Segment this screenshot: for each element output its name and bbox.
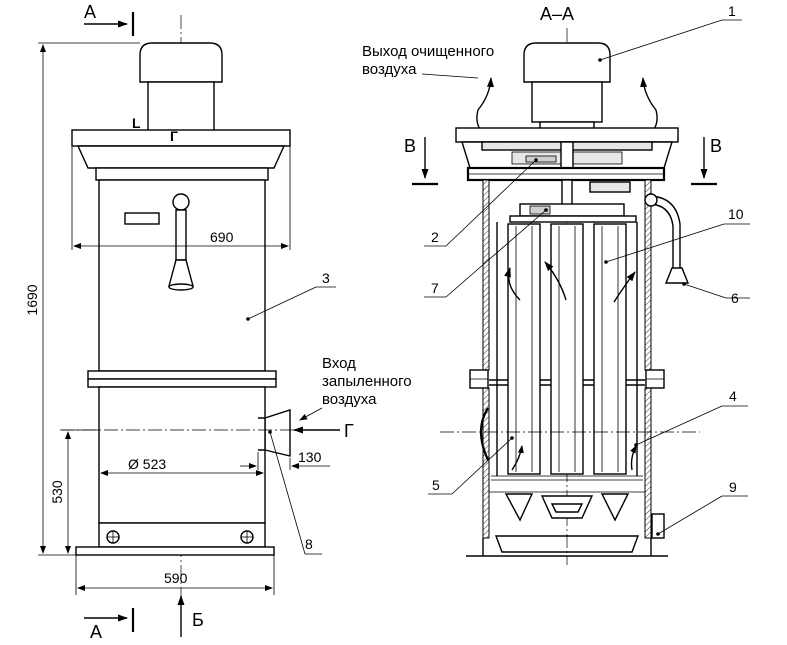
right-view: А–А Выход очищенного воздуха bbox=[362, 3, 750, 565]
svg-text:590: 590 bbox=[164, 570, 188, 586]
svg-text:воздуха: воздуха bbox=[362, 61, 417, 78]
dim-width-top: 690 bbox=[71, 146, 291, 250]
motor-section bbox=[523, 42, 611, 135]
corner-mark-g: Г bbox=[170, 128, 178, 144]
callout-6: 6 bbox=[682, 282, 750, 306]
svg-text:5: 5 bbox=[432, 477, 440, 493]
svg-text:В: В bbox=[710, 136, 722, 156]
svg-text:А: А bbox=[84, 2, 96, 22]
flow-arrow-1 bbox=[504, 267, 521, 301]
svg-text:Ø 523: Ø 523 bbox=[128, 456, 166, 472]
svg-text:6: 6 bbox=[731, 290, 739, 306]
svg-text:8: 8 bbox=[305, 536, 313, 552]
callout-2: 2 bbox=[424, 158, 538, 247]
housing-walls bbox=[469, 179, 665, 539]
view-mark-b: Б bbox=[177, 595, 204, 637]
svg-text:1690: 1690 bbox=[24, 284, 40, 315]
svg-text:1: 1 bbox=[728, 3, 736, 19]
svg-text:запыленного: запыленного bbox=[322, 373, 412, 390]
nameplate bbox=[124, 212, 160, 225]
svg-text:10: 10 bbox=[728, 206, 744, 222]
inlet-caption: Вход запыленного воздуха bbox=[299, 355, 412, 421]
dim-diameter: Ø 523 bbox=[100, 456, 264, 476]
lid-exterior bbox=[71, 129, 291, 181]
svg-text:130: 130 bbox=[298, 449, 322, 465]
callout-1: 1 bbox=[598, 3, 742, 62]
baffles bbox=[489, 491, 645, 522]
dim-inlet-length: 130 bbox=[240, 449, 330, 470]
callout-7: 7 bbox=[424, 208, 548, 298]
callout-5: 5 bbox=[428, 436, 514, 495]
section-mark-a-bottom: А bbox=[84, 608, 135, 642]
dim-height-inlet: 530 bbox=[49, 429, 99, 554]
svg-text:Б: Б bbox=[192, 610, 204, 630]
motor-exterior bbox=[139, 42, 223, 133]
corner-mark-l: L bbox=[132, 115, 141, 131]
svg-text:530: 530 bbox=[49, 480, 65, 504]
section-mark-v-right: В bbox=[691, 136, 722, 186]
flow-arrow-4 bbox=[511, 445, 524, 471]
upper-body bbox=[98, 179, 266, 372]
flow-arrow-3 bbox=[613, 271, 636, 303]
svg-text:воздуха: воздуха bbox=[322, 391, 377, 408]
callout-10: 10 bbox=[604, 206, 750, 264]
shaker-mechanism bbox=[509, 179, 690, 284]
dim-base-width: 590 bbox=[75, 555, 275, 595]
svg-text:2: 2 bbox=[431, 229, 439, 245]
left-view: L Г bbox=[24, 2, 412, 642]
flow-arrow-5 bbox=[630, 445, 637, 471]
callout-3: 3 bbox=[246, 270, 336, 321]
svg-text:Вход: Вход bbox=[322, 355, 356, 372]
callout-4: 4 bbox=[634, 388, 748, 447]
inlet-nozzle bbox=[258, 409, 291, 457]
callout-8: 8 bbox=[268, 430, 322, 555]
callout-9: 9 bbox=[656, 479, 748, 536]
svg-text:В: В bbox=[404, 136, 416, 156]
base-plate bbox=[75, 546, 275, 556]
svg-text:690: 690 bbox=[210, 229, 234, 245]
section-mark-v-left: В bbox=[404, 136, 438, 186]
svg-text:Выход очищенного: Выход очищенного bbox=[362, 43, 494, 60]
dim-height-total: 1690 bbox=[24, 42, 140, 556]
svg-text:7: 7 bbox=[431, 280, 439, 296]
pipe-fitting bbox=[172, 193, 190, 211]
svg-text:4: 4 bbox=[729, 388, 737, 404]
svg-text:3: 3 bbox=[322, 270, 330, 286]
middle-flange bbox=[87, 370, 277, 380]
flow-arrow-2 bbox=[544, 261, 567, 301]
view-mark-g: Г bbox=[344, 421, 354, 441]
section-title: А–А bbox=[540, 4, 574, 24]
section-mark-a-top: А bbox=[84, 2, 135, 36]
svg-text:9: 9 bbox=[729, 479, 737, 495]
outlet-caption: Выход очищенного воздуха bbox=[362, 43, 494, 79]
filter-cartridges bbox=[491, 222, 643, 481]
fan-housing bbox=[455, 127, 679, 182]
svg-text:А: А bbox=[90, 622, 102, 642]
lower-body bbox=[75, 386, 275, 556]
